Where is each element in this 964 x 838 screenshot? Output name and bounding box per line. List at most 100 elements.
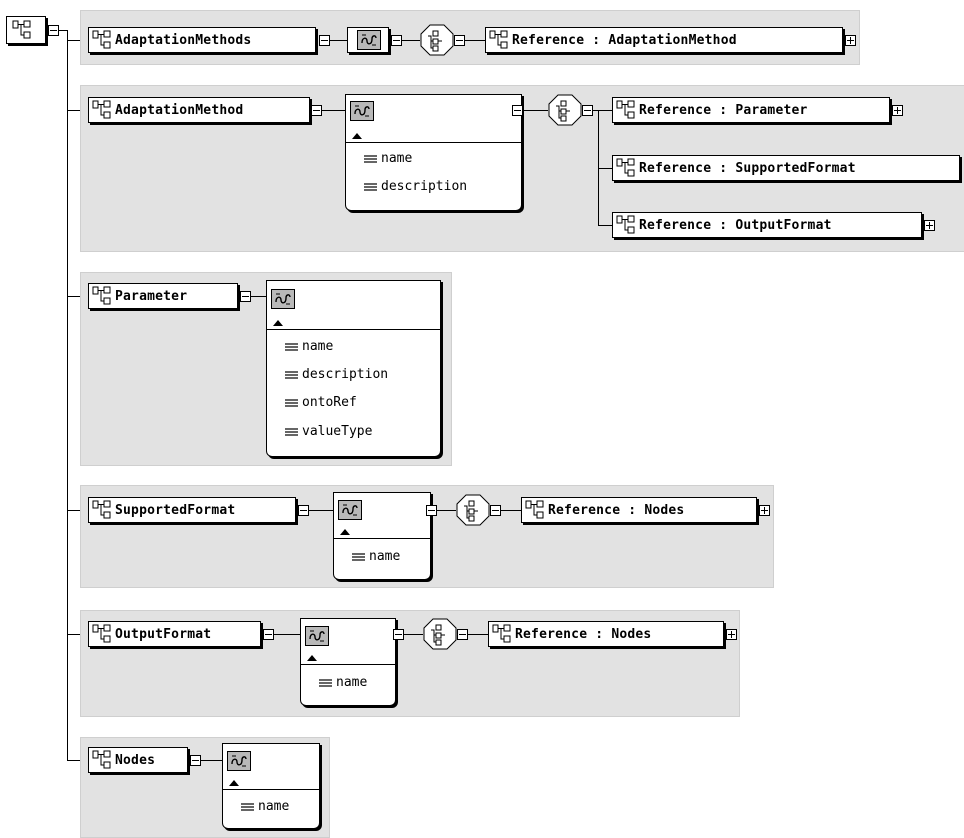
attributes-indicator — [307, 655, 317, 661]
attribute-name: name — [336, 675, 368, 690]
attribute-row: name — [364, 151, 412, 166]
collapse-icon[interactable] — [298, 505, 309, 516]
nodes-element[interactable]: Nodes — [88, 747, 188, 773]
collapse-icon[interactable] — [240, 291, 251, 302]
element-icon — [92, 30, 112, 50]
adaptation-method-element[interactable]: AdaptationMethod — [88, 97, 310, 123]
element-tree-icon — [12, 20, 32, 40]
choice-compositor-icon[interactable] — [548, 94, 582, 126]
attribute-row: ontoRef — [285, 395, 357, 410]
reference-label: Reference : Nodes — [548, 502, 685, 518]
attribute-row: name — [241, 799, 289, 814]
attribute-name: description — [381, 179, 468, 194]
element-icon — [92, 750, 112, 770]
sequence-box[interactable]: name description ontoRef valueType — [266, 280, 441, 457]
attribute-name: name — [381, 151, 413, 166]
reference-output-format[interactable]: Reference : OutputFormat — [612, 212, 922, 238]
attribute-row: name — [319, 675, 367, 690]
element-icon — [525, 500, 545, 520]
attribute-icon — [285, 427, 298, 436]
attribute-row: description — [364, 179, 467, 194]
element-icon — [489, 30, 509, 50]
attribute-row: name — [285, 339, 333, 354]
element-name: AdaptationMethods — [115, 32, 252, 48]
collapse-icon[interactable] — [582, 105, 593, 116]
element-icon — [92, 100, 112, 120]
sequence-compositor-icon — [227, 751, 251, 771]
reference-label: Reference : OutputFormat — [639, 217, 832, 233]
attribute-icon — [285, 398, 298, 407]
reference-label: Reference : Nodes — [515, 626, 652, 642]
element-icon — [92, 624, 112, 644]
collapse-icon[interactable] — [490, 505, 501, 516]
sequence-compositor-icon — [357, 30, 381, 50]
attribute-icon — [241, 802, 254, 811]
parameter-element[interactable]: Parameter — [88, 283, 238, 309]
attributes-indicator — [229, 780, 239, 786]
expand-icon[interactable] — [845, 35, 856, 46]
sequence-box[interactable]: name — [222, 743, 320, 829]
element-name: SupportedFormat — [115, 502, 236, 518]
reference-adaptation-method[interactable]: Reference : AdaptationMethod — [485, 27, 843, 53]
root-element[interactable] — [6, 16, 46, 44]
attribute-icon — [319, 678, 332, 687]
element-icon — [616, 100, 636, 120]
attribute-name: ontoRef — [302, 395, 357, 410]
expand-icon[interactable] — [726, 629, 737, 640]
element-name: AdaptationMethod — [115, 102, 244, 118]
attribute-name: valueType — [302, 424, 373, 439]
supported-format-element[interactable]: SupportedFormat — [88, 497, 296, 523]
reference-label: Reference : AdaptationMethod — [512, 32, 737, 48]
collapse-icon[interactable] — [512, 105, 523, 116]
element-icon — [92, 500, 112, 520]
sequence-box[interactable]: name — [333, 492, 431, 580]
reference-label: Reference : SupportedFormat — [639, 160, 856, 176]
reference-supported-format[interactable]: Reference : SupportedFormat — [612, 155, 960, 181]
sequence-compositor-icon — [305, 626, 329, 646]
sequence-compositor-icon — [271, 289, 295, 309]
reference-parameter[interactable]: Reference : Parameter — [612, 97, 890, 123]
element-name: Parameter — [115, 288, 188, 304]
attribute-icon — [352, 552, 365, 561]
attribute-row: name — [352, 549, 400, 564]
collapse-icon[interactable] — [190, 755, 201, 766]
sequence-box[interactable]: name description — [345, 94, 522, 211]
reference-nodes[interactable]: Reference : Nodes — [521, 497, 757, 523]
attribute-icon — [364, 182, 377, 191]
choice-compositor-icon[interactable] — [456, 494, 490, 526]
choice-compositor-icon[interactable] — [420, 24, 454, 56]
reference-label: Reference : Parameter — [639, 102, 808, 118]
collapse-icon[interactable] — [48, 25, 59, 36]
choice-compositor-icon[interactable] — [423, 618, 457, 650]
attributes-indicator — [352, 133, 362, 139]
expand-icon[interactable] — [892, 105, 903, 116]
collapse-icon[interactable] — [319, 35, 330, 46]
sequence-compositor-icon — [338, 500, 362, 520]
root-connector — [67, 30, 68, 760]
collapse-icon[interactable] — [391, 35, 402, 46]
collapse-icon[interactable] — [393, 629, 404, 640]
collapse-icon[interactable] — [454, 35, 465, 46]
expand-icon[interactable] — [924, 220, 935, 231]
element-name: OutputFormat — [115, 626, 212, 642]
sequence-box[interactable] — [347, 27, 389, 53]
attribute-name: name — [258, 799, 290, 814]
reference-nodes[interactable]: Reference : Nodes — [488, 621, 724, 647]
element-icon — [616, 215, 636, 235]
attribute-row: valueType — [285, 424, 372, 439]
attribute-name: name — [302, 339, 334, 354]
output-format-element[interactable]: OutputFormat — [88, 621, 261, 647]
collapse-icon[interactable] — [311, 105, 322, 116]
attribute-row: description — [285, 367, 388, 382]
sequence-box[interactable]: name — [300, 618, 396, 706]
expand-icon[interactable] — [759, 505, 770, 516]
collapse-icon[interactable] — [263, 629, 274, 640]
collapse-icon[interactable] — [457, 629, 468, 640]
attributes-indicator — [273, 320, 283, 326]
attributes-indicator — [340, 529, 350, 535]
sequence-compositor-icon — [350, 101, 374, 121]
collapse-icon[interactable] — [426, 505, 437, 516]
element-icon — [492, 624, 512, 644]
adaptation-methods-element[interactable]: AdaptationMethods — [88, 27, 316, 53]
attribute-name: name — [369, 549, 401, 564]
